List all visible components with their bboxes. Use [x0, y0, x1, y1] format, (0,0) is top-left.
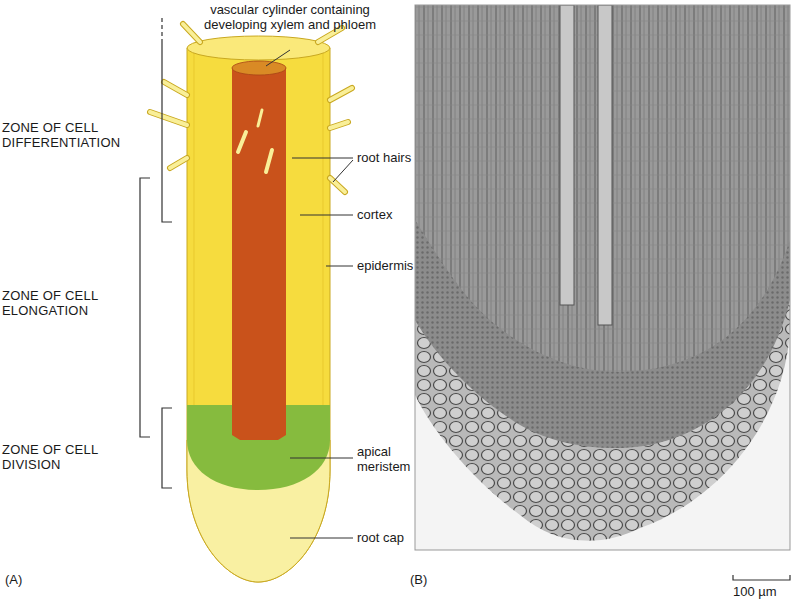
root-hair: [170, 158, 187, 168]
part-label: root cap: [357, 530, 457, 545]
leader-lines: [266, 50, 353, 538]
root-hairs: [150, 24, 352, 192]
scale-bar: [733, 575, 790, 580]
meristem-tissue: [415, 5, 790, 448]
leader-line: [292, 158, 353, 159]
zone-label: ZONE OF CELL DIVISION: [2, 442, 127, 472]
vascular-top: [232, 61, 286, 75]
spacer: [232, 68, 286, 69]
zone-label: ZONE OF CELL ELONGATION: [2, 288, 127, 318]
bracket: [162, 40, 172, 222]
epidermis-line: [323, 52, 324, 410]
bracket-dashed: [161, 18, 162, 40]
zone-brackets: [140, 18, 172, 488]
part-label: apical meristem: [357, 444, 417, 474]
root-hair: [150, 112, 187, 125]
xylem-file: [598, 5, 612, 325]
root-hair: [150, 112, 187, 125]
part-label: cortex: [357, 207, 457, 222]
root-hair: [164, 82, 187, 95]
scale-label: 100 µm: [733, 584, 795, 599]
root-hair: [183, 24, 200, 42]
root-hair: [330, 122, 348, 128]
photo-ground: [415, 5, 790, 550]
xylem-file: [560, 5, 574, 305]
leader-line: [290, 538, 353, 539]
leader-line: [333, 160, 353, 182]
root-hair: [266, 150, 272, 172]
zone-label: ZONE OF CELL DIFFERENTIATION: [2, 120, 127, 150]
root-hair: [183, 24, 200, 42]
root-hair: [164, 82, 187, 95]
bracket: [162, 408, 172, 488]
root-cap-cells: [415, 5, 790, 541]
part-label: root hairs: [357, 150, 467, 165]
root-hair: [170, 158, 187, 168]
micrograph: [415, 5, 790, 550]
bracket: [140, 178, 150, 437]
leader-line: [300, 215, 353, 216]
panel-label: (B): [410, 572, 450, 587]
part-label: vascular cylinder containing developing …: [195, 2, 385, 32]
part-label: epidermis: [357, 258, 457, 273]
leader-line: [326, 266, 353, 267]
root-top: [187, 36, 330, 60]
photo-frame: [415, 5, 790, 550]
root-hair: [258, 110, 262, 126]
leader-line: [266, 50, 290, 66]
root-hair: [330, 178, 345, 192]
root-tissue: [415, 5, 790, 372]
panel-label: (A): [5, 572, 45, 587]
root-hair: [238, 132, 246, 152]
epidermis-line: [194, 52, 195, 410]
root-hair: [330, 88, 352, 100]
leader-line: [290, 458, 353, 459]
root-hair: [330, 88, 352, 100]
root-body: [187, 48, 330, 582]
vascular-cylinder: [232, 68, 286, 440]
root-hair: [330, 122, 348, 128]
root-hair: [330, 178, 345, 192]
